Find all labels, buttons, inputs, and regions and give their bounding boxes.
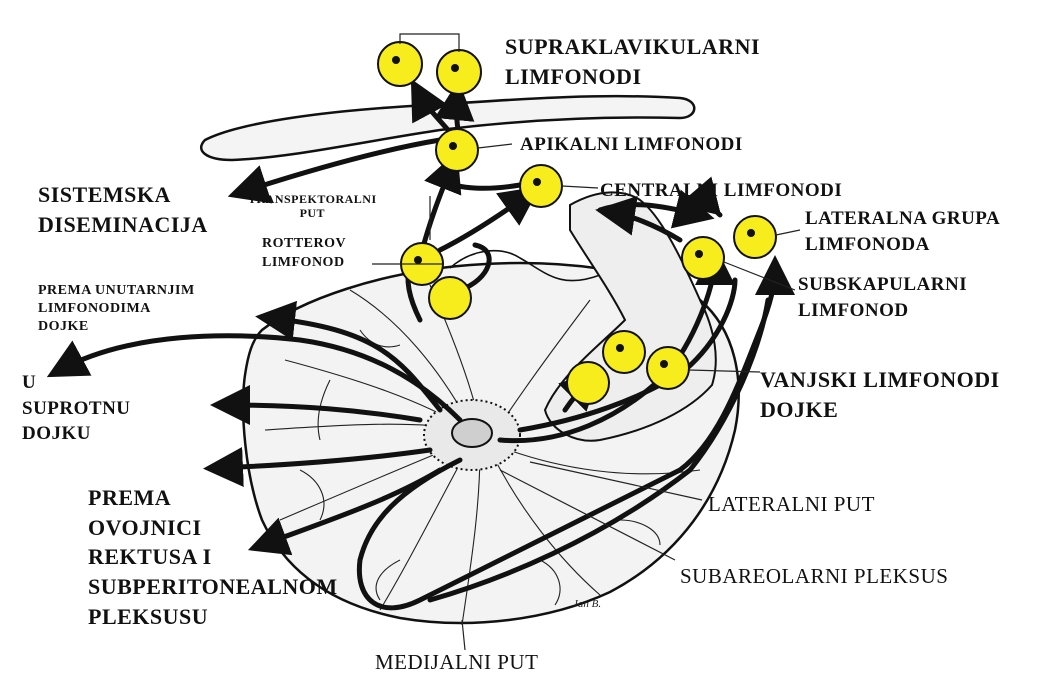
label-central-nodes: CENTRALNI LIMFONODI (600, 178, 842, 204)
external-node-1 (603, 331, 645, 373)
supraclavicular-node-1 (378, 42, 422, 86)
label-apical-nodes: APIKALNI LIMFONODI (520, 132, 743, 158)
central-node (520, 165, 562, 207)
rotter-node-2 (429, 277, 471, 319)
artist-signature: Jan B. (573, 598, 601, 610)
supraclavicular-node-2 (437, 50, 481, 94)
lateral-group-node (734, 216, 776, 258)
external-node-2 (567, 362, 609, 404)
label-subareolar-plexus: SUBAREOLARNI PLEKSUS (680, 562, 948, 590)
nipple (452, 419, 492, 447)
label-medial-route: MEDIJALNI PUT (375, 648, 538, 676)
subscapular-node (682, 237, 724, 279)
label-lateral-route: LATERALNI PUT (708, 490, 875, 518)
external-node-3 (647, 347, 689, 389)
apical-node (436, 129, 478, 171)
